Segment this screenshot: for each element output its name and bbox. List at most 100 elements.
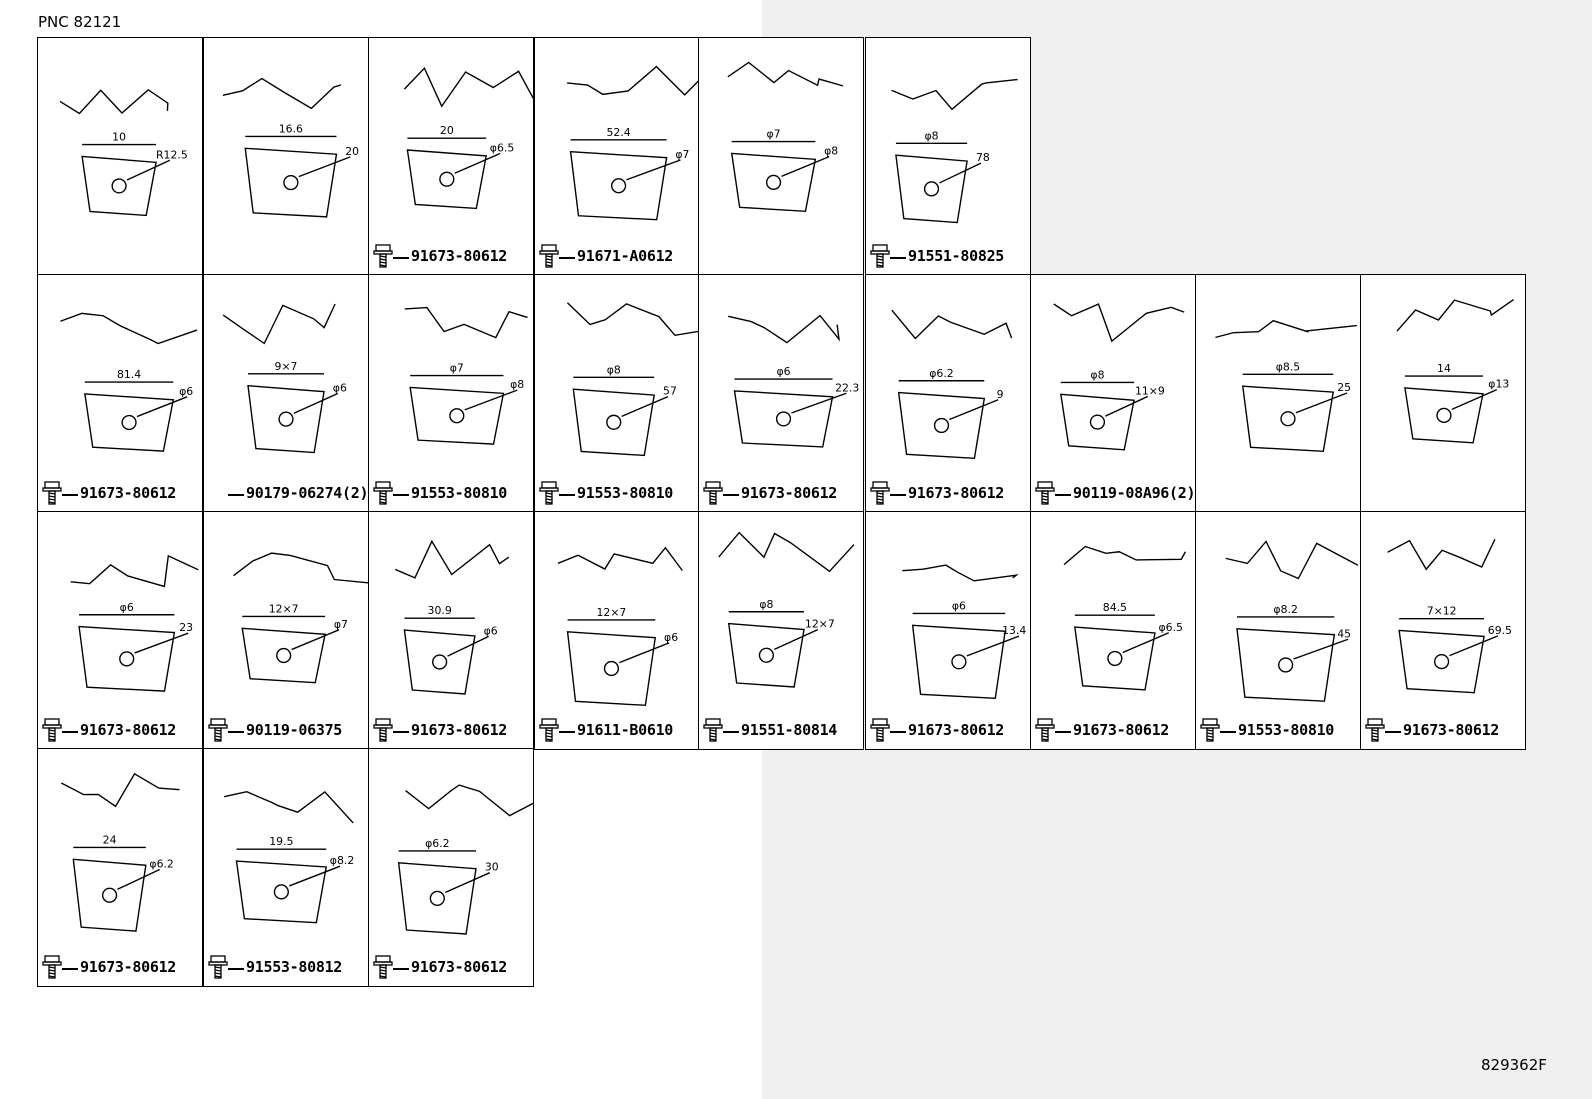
bolt-icon [539,481,559,505]
fastener-number[interactable]: 91553-80810 [577,484,674,502]
fastener-leader [228,968,244,970]
fastener-leader [62,731,78,733]
fastener-number[interactable]: 91673-80612 [80,484,177,502]
leader-line [621,395,669,417]
fastener-number[interactable]: 91673-80612 [908,484,1005,502]
part-cell[interactable]: φ7φ882715-26A00 [698,37,864,276]
fastener-number[interactable]: 91673-80612 [741,484,838,502]
fastener-leader [393,968,409,970]
part-divider [866,749,1030,750]
fastener-number[interactable]: 91673-80612 [908,721,1005,739]
bolt-icon [373,955,393,979]
fastener-number[interactable]: 91673-80612 [411,721,508,739]
part-cell[interactable]: φ8.52582715-26C70 [1195,274,1361,513]
fastener-number[interactable]: 91673-80612 [1073,721,1170,739]
dimension-label: φ6.2 [425,837,449,850]
fastener-number[interactable]: 90119-06375 [246,721,343,739]
bracket-drawing: φ8.245 [1225,540,1359,702]
bracket-drawing: 12×7φ6 [557,546,683,707]
mounting-hole [276,647,292,664]
fastener-number[interactable]: 91673-80612 [411,247,508,265]
leader-line [791,392,847,414]
bolt-icon [870,244,890,268]
fastener-number[interactable]: 91553-80810 [411,484,508,502]
bracket-outline-upper [1387,538,1496,571]
bracket-outline-lower [235,860,328,924]
bolt-icon [703,481,723,505]
dimension-label: 13.4 [1002,624,1026,637]
bracket-outline-upper [891,78,1018,111]
fastener-number[interactable]: 91551-80825 [908,247,1005,265]
bracket-drawing: 19.5φ8.2 [223,790,354,924]
mounting-hole [610,178,627,194]
mounting-hole [283,174,299,191]
part-cell[interactable]: 14φ1382715-26D40 [1360,274,1526,513]
fastener-number[interactable]: 91671-A0612 [577,247,674,265]
fastener-number[interactable]: 91553-80812 [246,958,343,976]
fastener-number[interactable]: 91611-B0610 [577,721,674,739]
mounting-hole [449,408,465,424]
bolt-icon [208,955,228,979]
fastener-leader [393,257,409,259]
bolt-icon [870,481,890,505]
part-divider [38,986,202,987]
bolt-icon [373,244,393,268]
dimension-label: 30 [485,861,499,874]
fastener-number[interactable]: 90179-06274(2) [246,484,369,502]
bracket-drawing: 30.9φ6 [395,539,510,695]
bracket-outline-upper [718,531,855,573]
dimension-label: φ8 [759,598,773,611]
bracket-outline-lower [72,858,147,932]
fastener-number[interactable]: 91673-80612 [80,958,177,976]
bracket-outline-upper [222,77,342,110]
part-divider [1196,749,1360,750]
bolt-icon [539,244,559,268]
fastener-number[interactable]: 91553-80810 [1238,721,1335,739]
part-divider [369,986,533,987]
fastener-number[interactable]: 91551-80814 [741,721,838,739]
fastener-number[interactable]: 91673-80612 [80,721,177,739]
dimension-label: φ8 [1090,369,1104,382]
bracket-outline-upper [1215,319,1357,339]
dimension-label: 9 [997,388,1004,401]
mounting-hole [603,660,620,677]
dimension-label: φ6.5 [490,142,514,155]
bracket-outline-lower [406,149,488,210]
fastener-number[interactable]: 91673-80612 [1403,721,1500,739]
mounting-hole [758,647,774,663]
part-cell[interactable]: 16.62082712-26360 [203,37,369,276]
leader-line [781,156,830,178]
bracket-outline-lower [1060,393,1135,451]
fastener-number[interactable]: 90119-08A96(2) [1073,484,1196,502]
leader-line [626,159,681,181]
bolt-icon [373,481,393,505]
fastener-number[interactable]: 91673-80612 [411,958,508,976]
